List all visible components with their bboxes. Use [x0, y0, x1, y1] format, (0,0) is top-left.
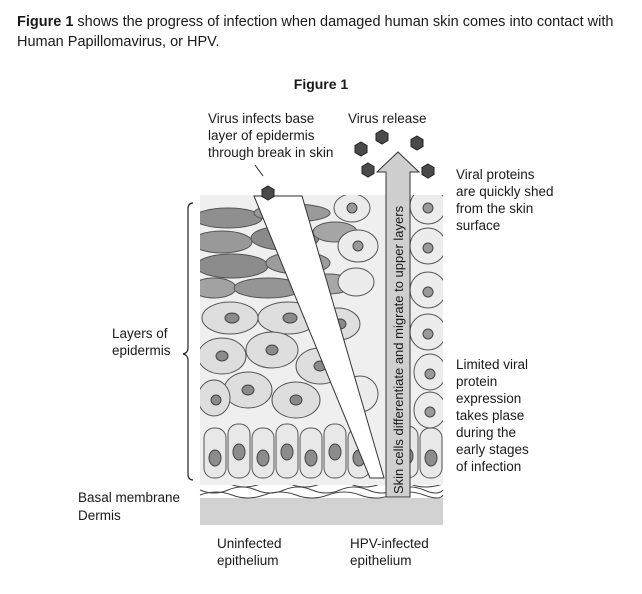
- figure-title: Figure 1: [293, 76, 349, 92]
- figure-reference: Figure 1: [17, 14, 74, 30]
- virus-particle: [261, 185, 275, 201]
- intro-text: shows the progress of infection when dam…: [17, 14, 614, 50]
- migration-arrow: Skin cells differentiate and migrate to …: [375, 151, 421, 498]
- skin-break: [253, 195, 385, 479]
- intro-paragraph: Figure 1 shows the progress of infection…: [17, 12, 627, 52]
- dermis-layer: [200, 498, 443, 525]
- virus-particle: [375, 129, 389, 145]
- label-dermis: Dermis: [78, 508, 121, 523]
- arrow-label: Skin cells differentiate and migrate to …: [391, 205, 406, 494]
- label-limited-expression: Limited viral protein expression takes p…: [456, 357, 529, 474]
- virus-particles: [261, 129, 435, 201]
- label-uninfected: Uninfected epithelium: [217, 536, 282, 568]
- label-virus-release: Virus release: [348, 111, 427, 126]
- label-virus-infects: Virus infects base layer of epidermis th…: [208, 111, 334, 160]
- label-viral-proteins: Viral proteins are quickly shed from the…: [456, 167, 554, 233]
- label-hpv-infected: HPV-infected epithelium: [350, 536, 429, 568]
- virus-particle: [421, 163, 435, 179]
- virus-particle: [354, 141, 368, 157]
- virus-particle: [361, 162, 375, 178]
- epidermis-bracket: [182, 202, 194, 481]
- label-basal-membrane: Basal membrane: [78, 490, 181, 505]
- nuclei-infected: [346, 202, 436, 418]
- virus-particle: [410, 135, 424, 151]
- nuclei-middle: [210, 312, 347, 406]
- virus-pointer-line: [254, 164, 264, 177]
- label-layers-of-epidermis: Layers of epidermis: [112, 326, 171, 358]
